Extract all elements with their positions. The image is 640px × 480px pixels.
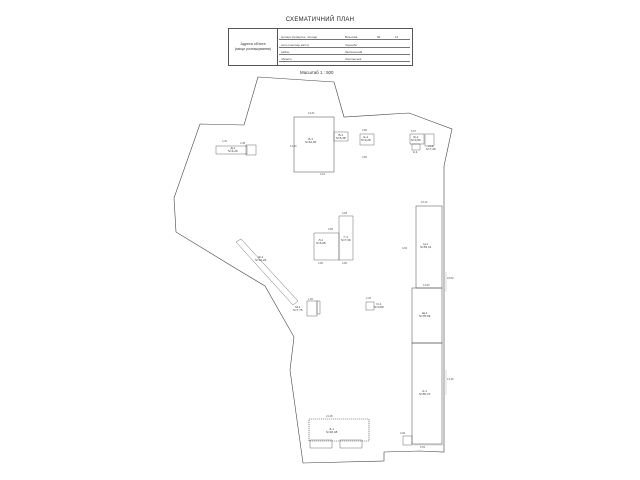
scale-label: Масштаб 1 : 500 <box>300 70 334 75</box>
dim-label: 4,80 <box>318 262 324 265</box>
dim-label: 4,90 <box>400 432 406 435</box>
building-o1 <box>365 301 375 311</box>
dim-label: 18,59 <box>447 277 454 280</box>
address-row-region-value: Херсонська <box>345 57 362 61</box>
building-b1 <box>293 116 335 173</box>
address-row-district-value: Залізничний <box>345 50 363 54</box>
address-line <box>279 61 410 62</box>
building-zh1 <box>235 238 299 306</box>
dim-label: 14,50 <box>423 284 430 287</box>
building-z1-c <box>339 439 363 449</box>
building-small-br <box>402 435 413 446</box>
address-line <box>279 47 410 48</box>
dim-label: 4,00 <box>402 247 408 250</box>
dim-label: 3,86 <box>328 228 334 231</box>
building-m1 <box>306 300 318 317</box>
building-g1-b <box>313 232 340 261</box>
address-no-value: 11 <box>395 35 399 39</box>
dim-label: 3,80 <box>362 129 368 132</box>
building-e1 <box>359 133 375 146</box>
dim-label: 13,00 <box>290 145 297 148</box>
dim-label: 3,10 <box>320 173 326 176</box>
address-row-city-label: село (селище,місто) <box>281 43 310 47</box>
dim-label: 2,00 <box>366 297 372 300</box>
building-i1 <box>424 133 435 147</box>
dim-label: 13,61 <box>308 112 315 115</box>
building-m1-b <box>316 300 321 315</box>
address-table: Адреса об'єкта (місце розташування) вули… <box>228 28 413 66</box>
page-title: СХЕМАТИЧНИЙ ПЛАН <box>285 17 355 23</box>
building-v1 <box>333 131 349 142</box>
address-row-district-label: район <box>281 50 290 54</box>
dim-label: 13,48 <box>447 378 454 381</box>
building-d1 <box>215 145 248 155</box>
dim-label: 1,60 <box>308 298 314 301</box>
building-z1-b <box>309 439 333 449</box>
dim-label: 3,68 <box>342 212 348 215</box>
building-z1 <box>308 418 370 442</box>
address-line <box>279 54 410 55</box>
address-row-street-label: вулиця (провулок, площа) <box>281 35 318 39</box>
dim-label: 3,48 <box>240 142 246 145</box>
address-line <box>279 39 410 40</box>
dim-label: 16,24 <box>421 201 428 204</box>
building-k1-b <box>411 143 421 151</box>
address-row-region-label: область <box>281 57 293 61</box>
address-left-cell: Адреса об'єкта (місце розташування) <box>229 29 278 65</box>
dim-label: 6,62 <box>420 446 426 449</box>
dim-label: 4,40 <box>222 140 228 143</box>
parcel-boundary <box>173 76 453 464</box>
building-d1-b <box>245 144 257 156</box>
building-label: К-1 <box>413 150 418 154</box>
dim-label: 4,80 <box>342 262 348 265</box>
address-label-1: Адреса об'єкта <box>240 42 266 46</box>
dim-label: 5,07 <box>411 130 417 133</box>
address-no-label: № <box>377 35 381 39</box>
address-label-2: (місце розташування) <box>234 47 272 51</box>
address-row-street-value: Вільхова <box>345 35 358 39</box>
dim-label: 21,48 <box>326 415 333 418</box>
building-a1 <box>411 342 443 445</box>
dim-label: 3,80 <box>362 156 368 159</box>
address-row-city-value: Чорнобе <box>345 43 358 47</box>
